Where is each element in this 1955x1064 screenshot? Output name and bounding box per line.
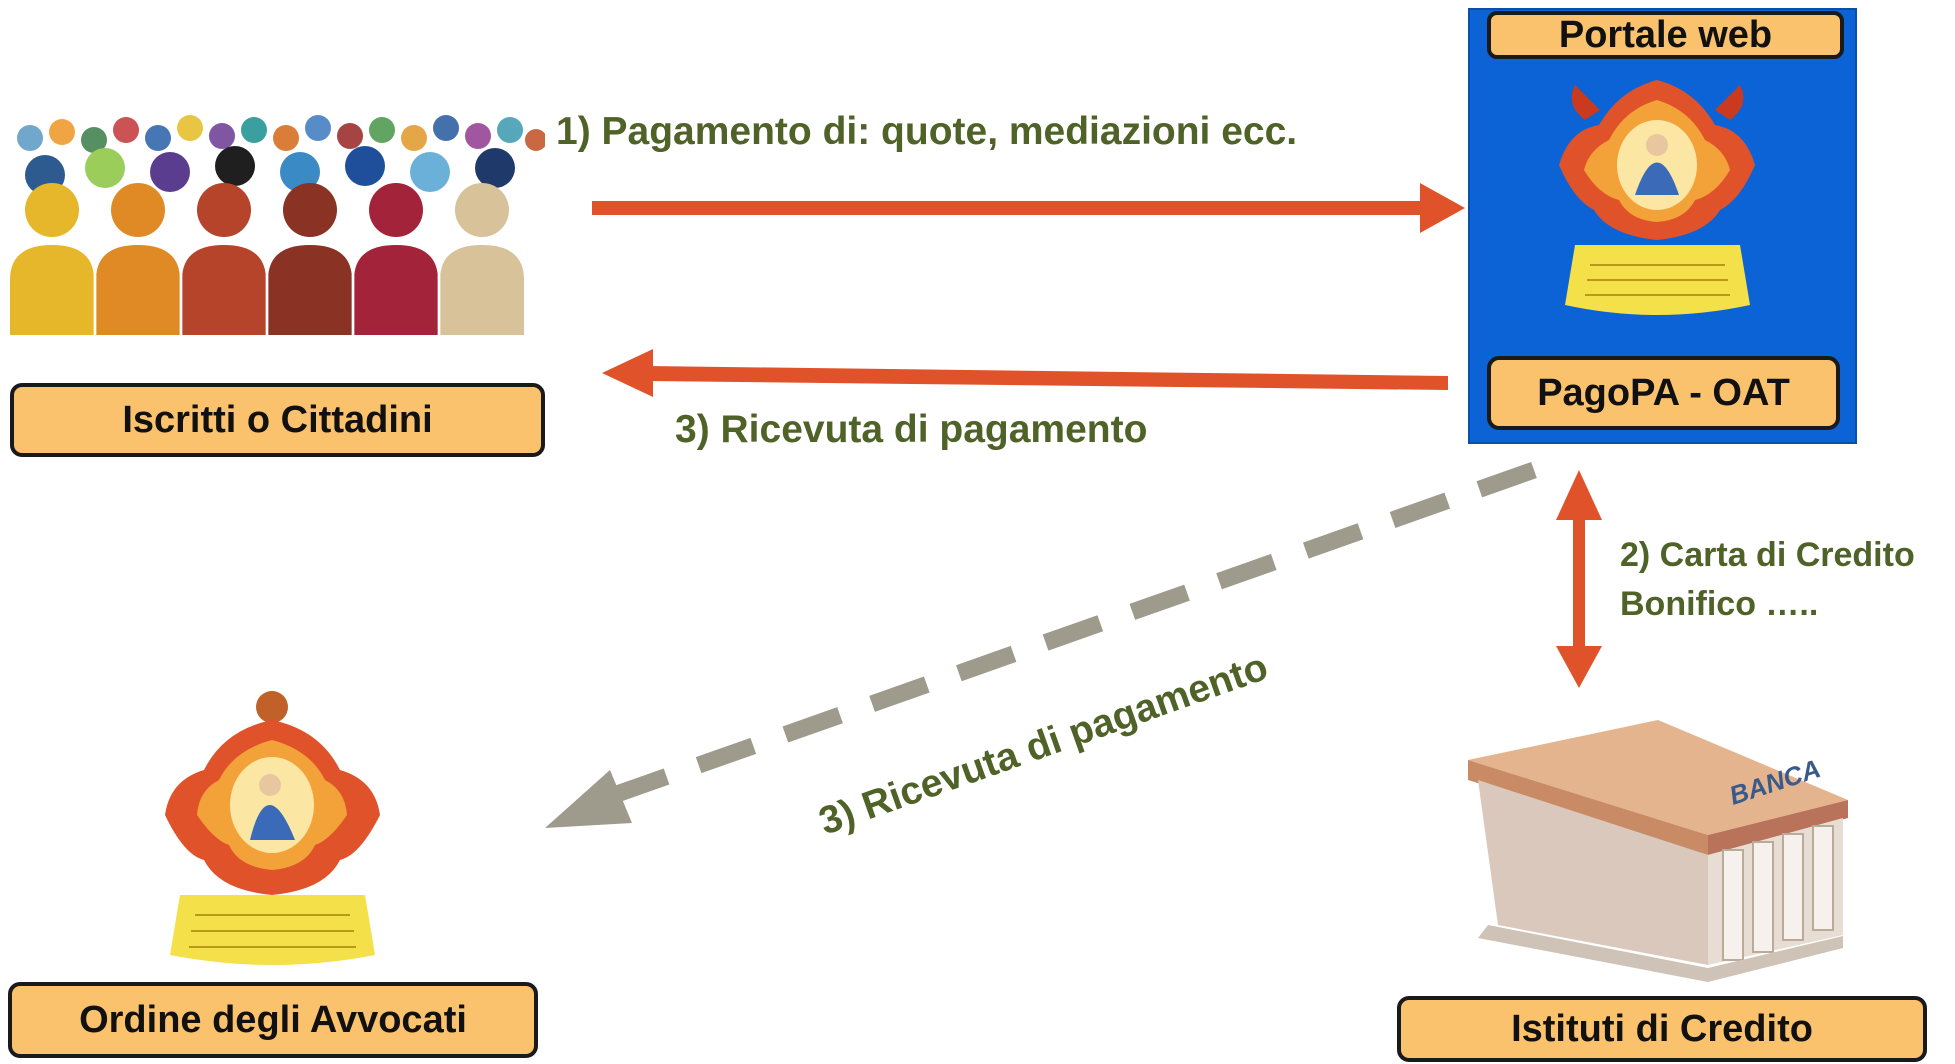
- box-ordine: Ordine degli Avvocati: [8, 982, 538, 1058]
- box-portale: Portale web: [1487, 11, 1844, 59]
- arrow-carta-credito: [1556, 470, 1602, 688]
- label-bonifico: Bonifico …..: [1620, 585, 1819, 623]
- arrow-ricevuta-top: [602, 349, 1448, 397]
- label-pagamento: 1) Pagamento di: quote, mediazioni ecc.: [556, 110, 1298, 153]
- box-istituti: Istituti di Credito: [1397, 996, 1927, 1062]
- arrow-ricevuta-diagonal: [545, 461, 1537, 828]
- crest-emblem-portal: [1559, 80, 1755, 315]
- label-carta-credito: 2) Carta di Credito: [1620, 536, 1915, 574]
- label-ricevuta-diagonal: 3) Ricevuta di pagamento: [814, 645, 1274, 843]
- label-ricevuta-top: 3) Ricevuta di pagamento: [675, 408, 1148, 451]
- crest-emblem-ordine: [165, 691, 380, 965]
- bank-building-illustration: BANCA: [1468, 720, 1848, 982]
- arrow-pagamento: [592, 183, 1465, 233]
- crowd-illustration: [10, 115, 545, 335]
- box-iscritti: Iscritti o Cittadini: [10, 383, 545, 457]
- box-pagopa: PagoPA - OAT: [1487, 356, 1840, 430]
